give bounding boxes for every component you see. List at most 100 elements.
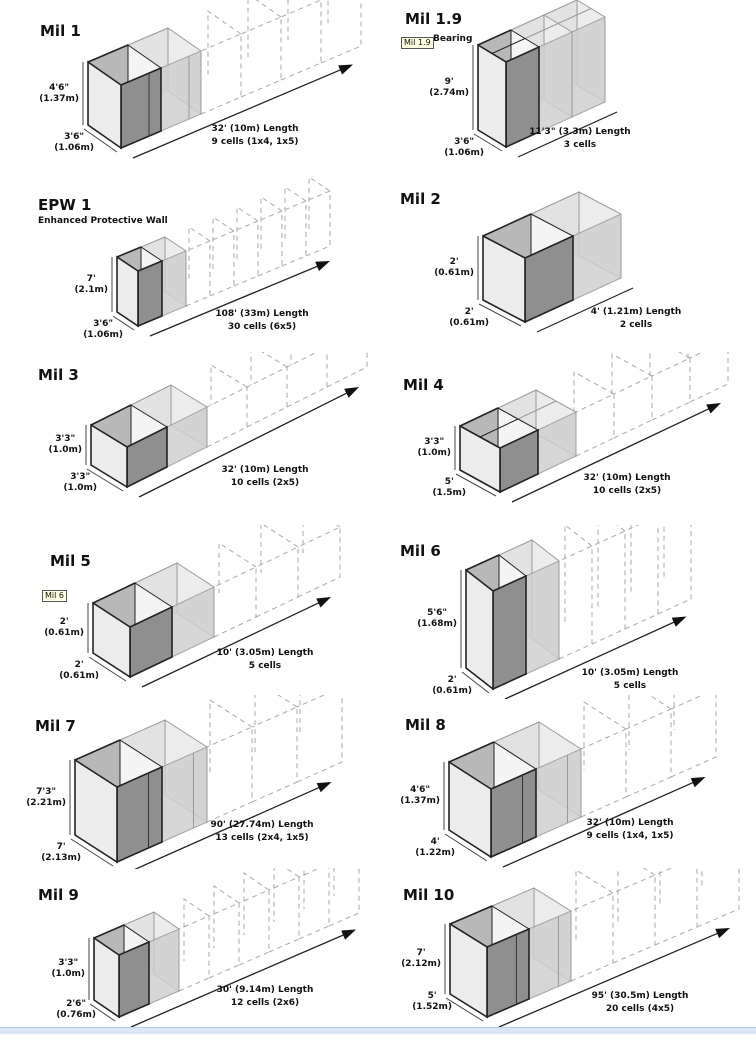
depth-label: 4'(1.22m) xyxy=(415,837,455,859)
length-value: 30' (9.14m) Length xyxy=(216,985,314,995)
wall-illustration xyxy=(85,352,368,498)
arrowhead-icon xyxy=(706,403,721,414)
depth-imperial: 5' xyxy=(444,477,454,487)
height-imperial: 4'6" xyxy=(410,785,431,795)
length-arrow-line xyxy=(504,620,678,699)
wall-illustration xyxy=(88,868,360,1028)
dashed-cell-outline xyxy=(597,525,626,608)
height-metric: (2.74m) xyxy=(429,87,469,98)
depth-metric: (0.61m) xyxy=(449,318,489,328)
dashed-cell-outline xyxy=(624,525,659,630)
dashed-cell-outline xyxy=(673,695,675,730)
length-value: 32' (10m) Length xyxy=(221,465,309,475)
depth-imperial: 3'6" xyxy=(93,319,114,329)
dashed-cell-outline xyxy=(243,872,270,935)
cell-divider xyxy=(491,38,526,54)
cell-side-face xyxy=(571,16,606,118)
dashed-cell-outline xyxy=(218,542,257,593)
dashed-cell-outline xyxy=(299,695,301,735)
cell-top-edge xyxy=(510,14,545,31)
cell-side-face xyxy=(161,250,187,317)
depth-metric: (1.06m) xyxy=(444,148,484,158)
dashed-cell-outline xyxy=(250,352,288,385)
dashed-cell-outline xyxy=(281,200,307,267)
height-metric: (2.21m) xyxy=(26,797,66,808)
dashed-cell-outline xyxy=(296,695,343,783)
dashed-cell-outline xyxy=(696,868,740,928)
cell-top-edge xyxy=(459,407,499,427)
dashed-cell-outline xyxy=(564,525,593,623)
dashed-cell-outline xyxy=(210,364,248,405)
dashed-cell-outline xyxy=(613,375,653,439)
arrowhead-icon xyxy=(690,777,706,788)
dashed-cell-outline xyxy=(207,10,242,74)
dashed-cell-outline xyxy=(287,0,321,40)
wall-illustration xyxy=(82,0,362,159)
height-label: 4'6"(1.37m) xyxy=(39,83,79,105)
dashed-cell-outline xyxy=(183,898,210,961)
depth-imperial: 2'6" xyxy=(66,999,87,1009)
height-imperial: 3'3" xyxy=(58,958,79,968)
cell-top-edge xyxy=(465,554,500,571)
length-value: 10' (3.05m) Length xyxy=(216,648,314,658)
depth-dimension-line xyxy=(86,468,124,492)
wall-model-title: Mil 2 xyxy=(400,190,441,208)
cell-front-face xyxy=(459,424,501,494)
height-imperial: 3'3" xyxy=(55,434,76,444)
height-metric: (1.37m) xyxy=(400,796,440,806)
length-value: 11'3" (3.3m) Length xyxy=(529,127,631,137)
depth-metric: (1.06m) xyxy=(54,143,94,153)
height-metric: (0.61m) xyxy=(44,628,84,638)
wall-illustration xyxy=(444,868,740,1028)
dashed-cell-outline xyxy=(654,868,698,946)
height-metric: (1.0m) xyxy=(51,969,85,979)
cell-divider xyxy=(479,418,519,438)
dashed-cell-outline xyxy=(209,699,253,775)
dashed-cell-outline xyxy=(185,240,211,307)
dashed-cell-outline xyxy=(240,16,282,98)
dashed-cell-outline xyxy=(212,216,235,272)
cell-side-face xyxy=(525,560,560,675)
depth-dimension-line xyxy=(112,315,135,331)
length-value: 95' (30.5m) Length xyxy=(591,991,689,1001)
wall-model-subtitle: Enhanced Protective Wall xyxy=(38,216,168,226)
cell-front-face xyxy=(74,758,118,864)
cell-front-face xyxy=(116,255,139,328)
cell-divider xyxy=(557,8,592,24)
height-metric: (2.12m) xyxy=(401,959,441,969)
cell-side-face xyxy=(148,928,180,1005)
dashed-cell-outline xyxy=(657,525,692,615)
height-imperial: 2' xyxy=(59,617,69,627)
cell-top-edge xyxy=(491,887,535,907)
cell-count: 5 cells xyxy=(613,681,647,691)
depth-metric: (1.5m) xyxy=(432,488,466,498)
depth-dimension-line xyxy=(473,133,503,152)
dashed-cell-outline xyxy=(591,530,626,645)
cell-top-edge xyxy=(498,539,533,556)
height-label: 5'6"(1.68m) xyxy=(417,608,457,630)
arrowhead-icon xyxy=(715,928,730,939)
dashed-cell-outline xyxy=(630,525,632,593)
dashed-cell-outline xyxy=(583,701,627,770)
depth-metric: (0.61m) xyxy=(59,671,99,681)
cell-count: 3 cells xyxy=(563,140,597,150)
cell-front-face xyxy=(482,234,526,324)
dashed-cell-outline xyxy=(206,726,253,823)
dashed-cell-outline xyxy=(257,210,283,277)
depth-label: 3'6"(1.06m) xyxy=(54,132,94,154)
length-arrow-line xyxy=(134,785,323,869)
depth-metric: (2.13m) xyxy=(41,853,81,863)
dashed-cell-outline xyxy=(558,545,593,660)
length-arrow-line xyxy=(130,932,348,1028)
dashed-cell-outline xyxy=(575,393,615,457)
cell-top-edge xyxy=(93,924,125,939)
cell-top-edge xyxy=(119,719,166,741)
cell-top-edge xyxy=(477,29,512,46)
wall-model-title: EPW 1 xyxy=(38,196,92,214)
dashed-cell-outline xyxy=(308,178,331,232)
cell-top-edge xyxy=(448,741,495,763)
